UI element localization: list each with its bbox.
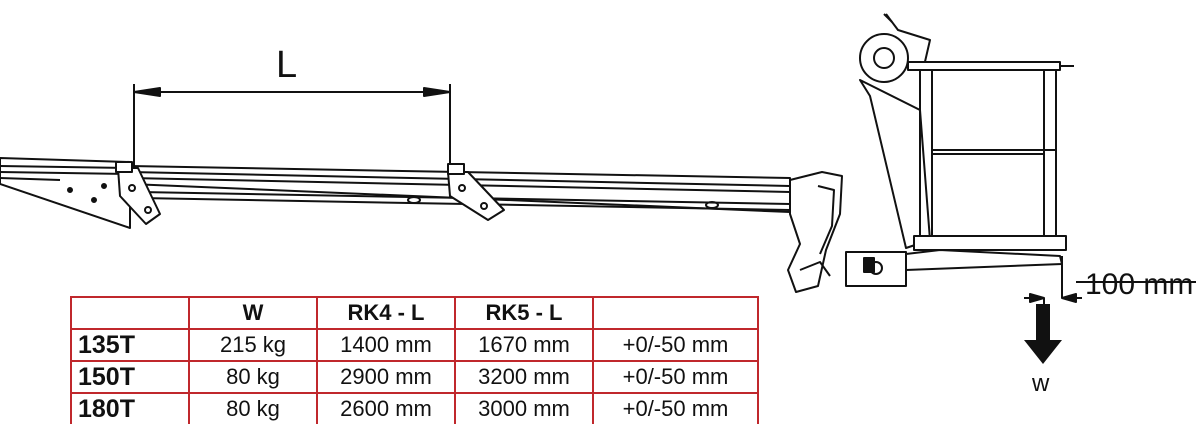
table-cell: 215 kg <box>188 328 318 362</box>
bracket-left <box>115 161 161 225</box>
table-cell: 2900 mm <box>316 360 456 394</box>
table-cell: 3200 mm <box>454 360 594 394</box>
offset-label: 100 mm <box>1085 268 1194 301</box>
table-cell: 80 kg <box>188 392 318 424</box>
table-cell: 80 kg <box>188 360 318 394</box>
outer-boom-section <box>0 157 131 229</box>
bracket-right <box>447 163 505 221</box>
boom-head <box>787 171 1063 293</box>
offset-dimension <box>1024 256 1196 308</box>
length-label: L <box>276 44 298 86</box>
header-cell: RK5 - L <box>454 296 594 330</box>
table-cell: 1400 mm <box>316 328 456 362</box>
model-cell: 150T <box>70 360 190 394</box>
spec-table: W RK4 - L RK5 - L 135T 215 kg 1400 mm 16… <box>70 296 759 424</box>
model-cell: 135T <box>70 328 190 362</box>
table-header-row: W RK4 - L RK5 - L <box>70 296 759 330</box>
table-row: 135T 215 kg 1400 mm 1670 mm +0/-50 mm <box>70 328 759 362</box>
table-cell: 2600 mm <box>316 392 456 424</box>
table-row: 180T 80 kg 2600 mm 3000 mm +0/-50 mm <box>70 392 759 424</box>
table-cell: +0/-50 mm <box>592 328 759 362</box>
table-row: 150T 80 kg 2900 mm 3200 mm +0/-50 mm <box>70 360 759 394</box>
header-cell: RK4 - L <box>316 296 456 330</box>
load-arrow <box>1024 304 1062 364</box>
table-cell: +0/-50 mm <box>592 360 759 394</box>
table-cell: 3000 mm <box>454 392 594 424</box>
platform-basket <box>907 61 1074 251</box>
header-cell: W <box>188 296 318 330</box>
load-label: w <box>1032 370 1050 397</box>
length-dimension-line <box>133 84 451 168</box>
header-cell <box>70 296 190 330</box>
table-cell: 1670 mm <box>454 328 594 362</box>
model-cell: 180T <box>70 392 190 424</box>
table-cell: +0/-50 mm <box>592 392 759 424</box>
header-cell <box>592 296 759 330</box>
